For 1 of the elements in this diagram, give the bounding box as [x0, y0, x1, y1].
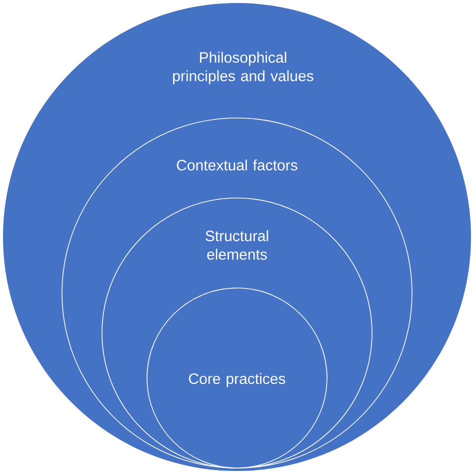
node-label: Core practices: [189, 373, 286, 387]
